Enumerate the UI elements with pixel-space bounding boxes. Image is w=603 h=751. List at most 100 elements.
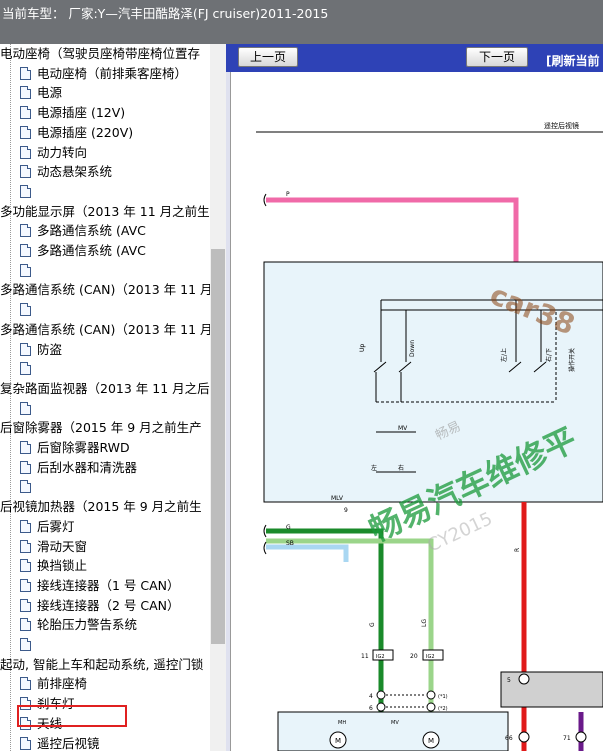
connector-ig2-b xyxy=(422,649,444,661)
wire-sb xyxy=(266,544,349,562)
pin-9: 9 xyxy=(344,507,348,514)
tree-leaf-item[interactable]: 接线连接器（1 号 CAN） xyxy=(0,576,210,596)
tree-item-label: 电源插座 (220V) xyxy=(37,124,134,140)
document-icon xyxy=(20,697,31,711)
tree-leaf-item[interactable] xyxy=(0,182,210,202)
tree-leaf-item[interactable]: 电源 xyxy=(0,83,210,103)
tree-leaf-item[interactable]: 电源插座 (220V) xyxy=(0,123,210,143)
tree-leaf-item[interactable]: 动力转向 xyxy=(0,143,210,163)
tree-leaf-item[interactable] xyxy=(0,359,210,379)
tree-leaf-item[interactable]: 电动座椅（前排乘客座椅） xyxy=(0,64,210,84)
document-icon xyxy=(20,125,31,139)
tree-item-label: 电动座椅（驾驶员座椅带座椅位置存 xyxy=(0,46,201,61)
tree-item-label: 动态悬架系统 xyxy=(37,164,113,180)
wire-r-code: R xyxy=(514,548,521,552)
tree-leaf-item[interactable] xyxy=(0,399,210,419)
document-icon xyxy=(20,165,31,179)
tree-folder-item[interactable]: 电动座椅（驾驶员座椅带座椅位置存 xyxy=(0,44,210,64)
tree-item-label: 滑动天窗 xyxy=(37,538,88,554)
scrollbar-thumb[interactable] xyxy=(211,249,225,644)
tree-item-label: 天线 xyxy=(37,715,63,731)
tree-leaf-item[interactable]: 后雾灯 xyxy=(0,517,210,537)
tree-list: 电动座椅（驾驶员座椅带座椅位置存电动座椅（前排乘客座椅）电源电源插座 (12V)… xyxy=(0,44,210,751)
wire-p-label: P xyxy=(286,191,290,198)
document-icon xyxy=(20,460,31,474)
tree-item-label: 接线连接器（1 号 CAN） xyxy=(37,577,180,593)
tree-leaf-item[interactable] xyxy=(0,300,210,320)
tree-leaf-item[interactable]: 多路通信系统 (AVC xyxy=(0,221,210,241)
tree-folder-item[interactable]: 多路通信系统 (CAN)（2013 年 11 月 xyxy=(0,280,210,300)
pin-4: 4 xyxy=(369,693,373,700)
tree-leaf-item[interactable]: 后刮水器和清洗器 xyxy=(0,458,210,478)
wire-p xyxy=(266,197,519,262)
tree-leaf-item[interactable]: 多路通信系统 (AVC xyxy=(0,241,210,261)
switch-contact-3 xyxy=(508,361,522,373)
prev-page-button[interactable]: 上一页 xyxy=(238,47,298,67)
label-mv2: MV xyxy=(391,720,399,726)
pin-11: 11 xyxy=(361,653,369,660)
document-icon xyxy=(20,86,31,100)
next-page-button[interactable]: 下一页 xyxy=(466,47,528,67)
tree-leaf-item[interactable]: 天线 xyxy=(0,714,210,734)
tree-folder-item[interactable]: 多路通信系统 (CAN)（2013 年 11 月 xyxy=(0,320,210,340)
switch-contact-4 xyxy=(533,361,547,373)
mirror-actuator-box xyxy=(277,711,509,751)
document-icon xyxy=(20,145,31,159)
tree-item-label: 多路通信系统 (AVC xyxy=(37,223,146,239)
tree-leaf-item[interactable]: 防盗 xyxy=(0,340,210,360)
terminal-66 xyxy=(518,731,530,743)
wire-g xyxy=(266,528,384,712)
tree-item-label: 后视镜加热器（2015 年 9 月之前生 xyxy=(0,499,202,515)
tree-leaf-item[interactable] xyxy=(0,635,210,655)
tree-leaf-item[interactable]: 电源插座 (12V) xyxy=(0,103,210,123)
tree-folder-item[interactable]: 复杂路面监视器（2013 年 11 月之后 xyxy=(0,379,210,399)
tree-folder-item[interactable]: 后窗除雾器（2015 年 9 月之前生产 xyxy=(0,418,210,438)
document-icon xyxy=(20,539,31,553)
diagram-viewer: 上一页 下一页 [刷新当前 遥控后视镜 P Up Down 左/上 xyxy=(226,44,603,751)
tree-leaf-item[interactable]: 轮胎压力警告系统 xyxy=(0,615,210,635)
tree-item-label: 后窗除雾器（2015 年 9 月之前生产 xyxy=(0,420,202,436)
viewer-left-border xyxy=(226,72,231,751)
tree-item-label: 轮胎压力警告系统 xyxy=(37,617,138,633)
pin-6: 6 xyxy=(369,705,373,712)
tree-leaf-item[interactable]: 接线连接器（2 号 CAN） xyxy=(0,596,210,616)
switch-housing xyxy=(263,261,603,503)
tree-leaf-item[interactable]: 遥控后视镜 xyxy=(0,734,210,751)
tree-folder-item[interactable]: 多功能显示屏（2013 年 11 月之前生 xyxy=(0,202,210,222)
tree-scrollbar[interactable] xyxy=(210,44,226,751)
motor-v-label: M xyxy=(428,737,434,745)
label-down: Down xyxy=(409,340,416,357)
label-mlv: MLV xyxy=(331,495,344,502)
document-icon xyxy=(20,362,31,376)
tree-item-label: 复杂路面监视器（2013 年 11 月之后 xyxy=(0,380,210,396)
tree-leaf-item[interactable]: 后窗除雾器RWD xyxy=(0,438,210,458)
tree-item-label: 前排座椅 xyxy=(37,676,88,692)
tree-item-label: 后刮水器和清洗器 xyxy=(37,459,138,475)
tree-folder-item[interactable]: 后视镜加热器（2015 年 9 月之前生 xyxy=(0,497,210,517)
tree-item-label: 动力转向 xyxy=(37,144,88,160)
tree-leaf-item[interactable]: 动态悬架系统 xyxy=(0,162,210,182)
tree-leaf-item[interactable]: 换挡锁止 xyxy=(0,556,210,576)
tree-item-label: 多路通信系统 (AVC xyxy=(37,243,146,258)
tree-leaf-item[interactable]: 前排座椅 xyxy=(0,674,210,694)
tree-item-label: 多路通信系统 (CAN)（2013 年 11 月 xyxy=(0,282,210,298)
tree-item-label: 防盗 xyxy=(37,341,63,357)
viewer-toolbar: 上一页 下一页 [刷新当前 xyxy=(226,44,603,72)
tree-leaf-item[interactable]: 滑动天窗 xyxy=(0,537,210,557)
document-icon xyxy=(20,224,31,238)
tree-leaf-item[interactable] xyxy=(0,477,210,497)
tree-folder-item[interactable]: 起动, 智能上车和起动系统, 遥控门锁 xyxy=(0,655,210,675)
tree-leaf-item[interactable] xyxy=(0,261,210,281)
document-icon xyxy=(20,638,31,651)
document-icon xyxy=(20,342,31,356)
tree-item-label: 多功能显示屏（2013 年 11 月之前生 xyxy=(0,203,210,219)
refresh-link[interactable]: [刷新当前 xyxy=(546,54,600,68)
document-icon xyxy=(20,716,31,730)
label-mv: MV xyxy=(398,425,408,432)
document-icon xyxy=(20,66,31,80)
label-you-xia: 右/下 xyxy=(545,348,553,362)
tree-item-label: 刹车灯 xyxy=(37,696,75,712)
wire-lg xyxy=(266,538,434,712)
tree-leaf-item[interactable]: 刹车灯 xyxy=(0,694,210,714)
window-title-bar: 当前车型： 厂家:Y—汽丰田酷路泽(FJ cruiser)2011-2015 xyxy=(0,0,603,44)
